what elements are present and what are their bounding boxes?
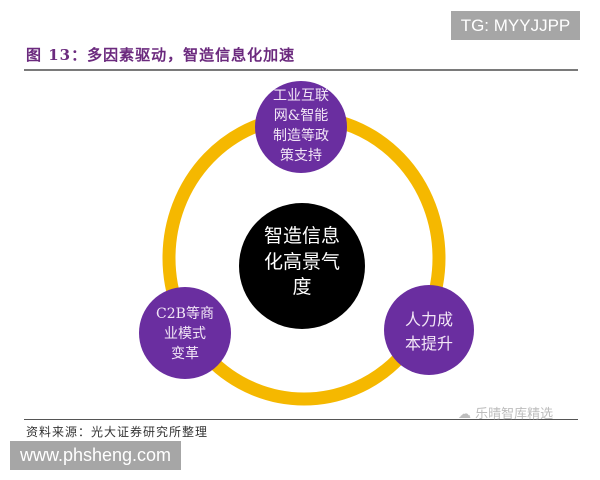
wechat-watermark: ☁ 乐晴智库精选 xyxy=(458,403,553,422)
node-left-line-2: 业模式 xyxy=(164,326,206,342)
center-circle xyxy=(239,203,365,329)
center-line-2: 化高景气 xyxy=(263,250,340,273)
node-right-line-1: 人力成 xyxy=(404,310,453,329)
node-circle-left xyxy=(139,287,231,379)
node-circle-top xyxy=(255,81,347,173)
node-left-line-1: C2B等商 xyxy=(156,306,214,322)
center-label: 智造信息 化高景气 度 xyxy=(242,224,362,301)
wechat-icon: ☁ xyxy=(458,407,476,422)
wechat-watermark-text: 乐晴智库精选 xyxy=(475,407,554,422)
source-divider xyxy=(24,419,578,420)
node-label-top: 工业互联 网&智能 制造等政 策支持 xyxy=(256,86,346,166)
node-label-right: 人力成 本提升 xyxy=(384,308,474,356)
node-label-left: C2B等商 业模式 变革 xyxy=(140,304,230,364)
node-top-line-4: 策支持 xyxy=(280,148,322,164)
site-watermark-badge: www.phsheng.com xyxy=(10,441,181,470)
title-divider xyxy=(24,69,578,71)
center-line-3: 度 xyxy=(292,276,312,299)
source-note: 资料来源：光大证券研究所整理 xyxy=(26,425,209,439)
node-top-line-3: 制造等政 xyxy=(273,128,329,144)
node-circle-right xyxy=(384,285,474,375)
node-top-line-1: 工业互联 xyxy=(273,88,329,104)
tg-watermark-badge: TG: MYYJJPP xyxy=(451,11,580,40)
node-right-line-2: 本提升 xyxy=(404,334,453,353)
center-line-1: 智造信息 xyxy=(263,225,340,247)
node-top-line-2: 网&智能 xyxy=(273,108,329,124)
node-left-line-3: 变革 xyxy=(171,346,199,362)
figure-title: 图 13：多因素驱动，智造信息化加速 xyxy=(26,46,296,64)
